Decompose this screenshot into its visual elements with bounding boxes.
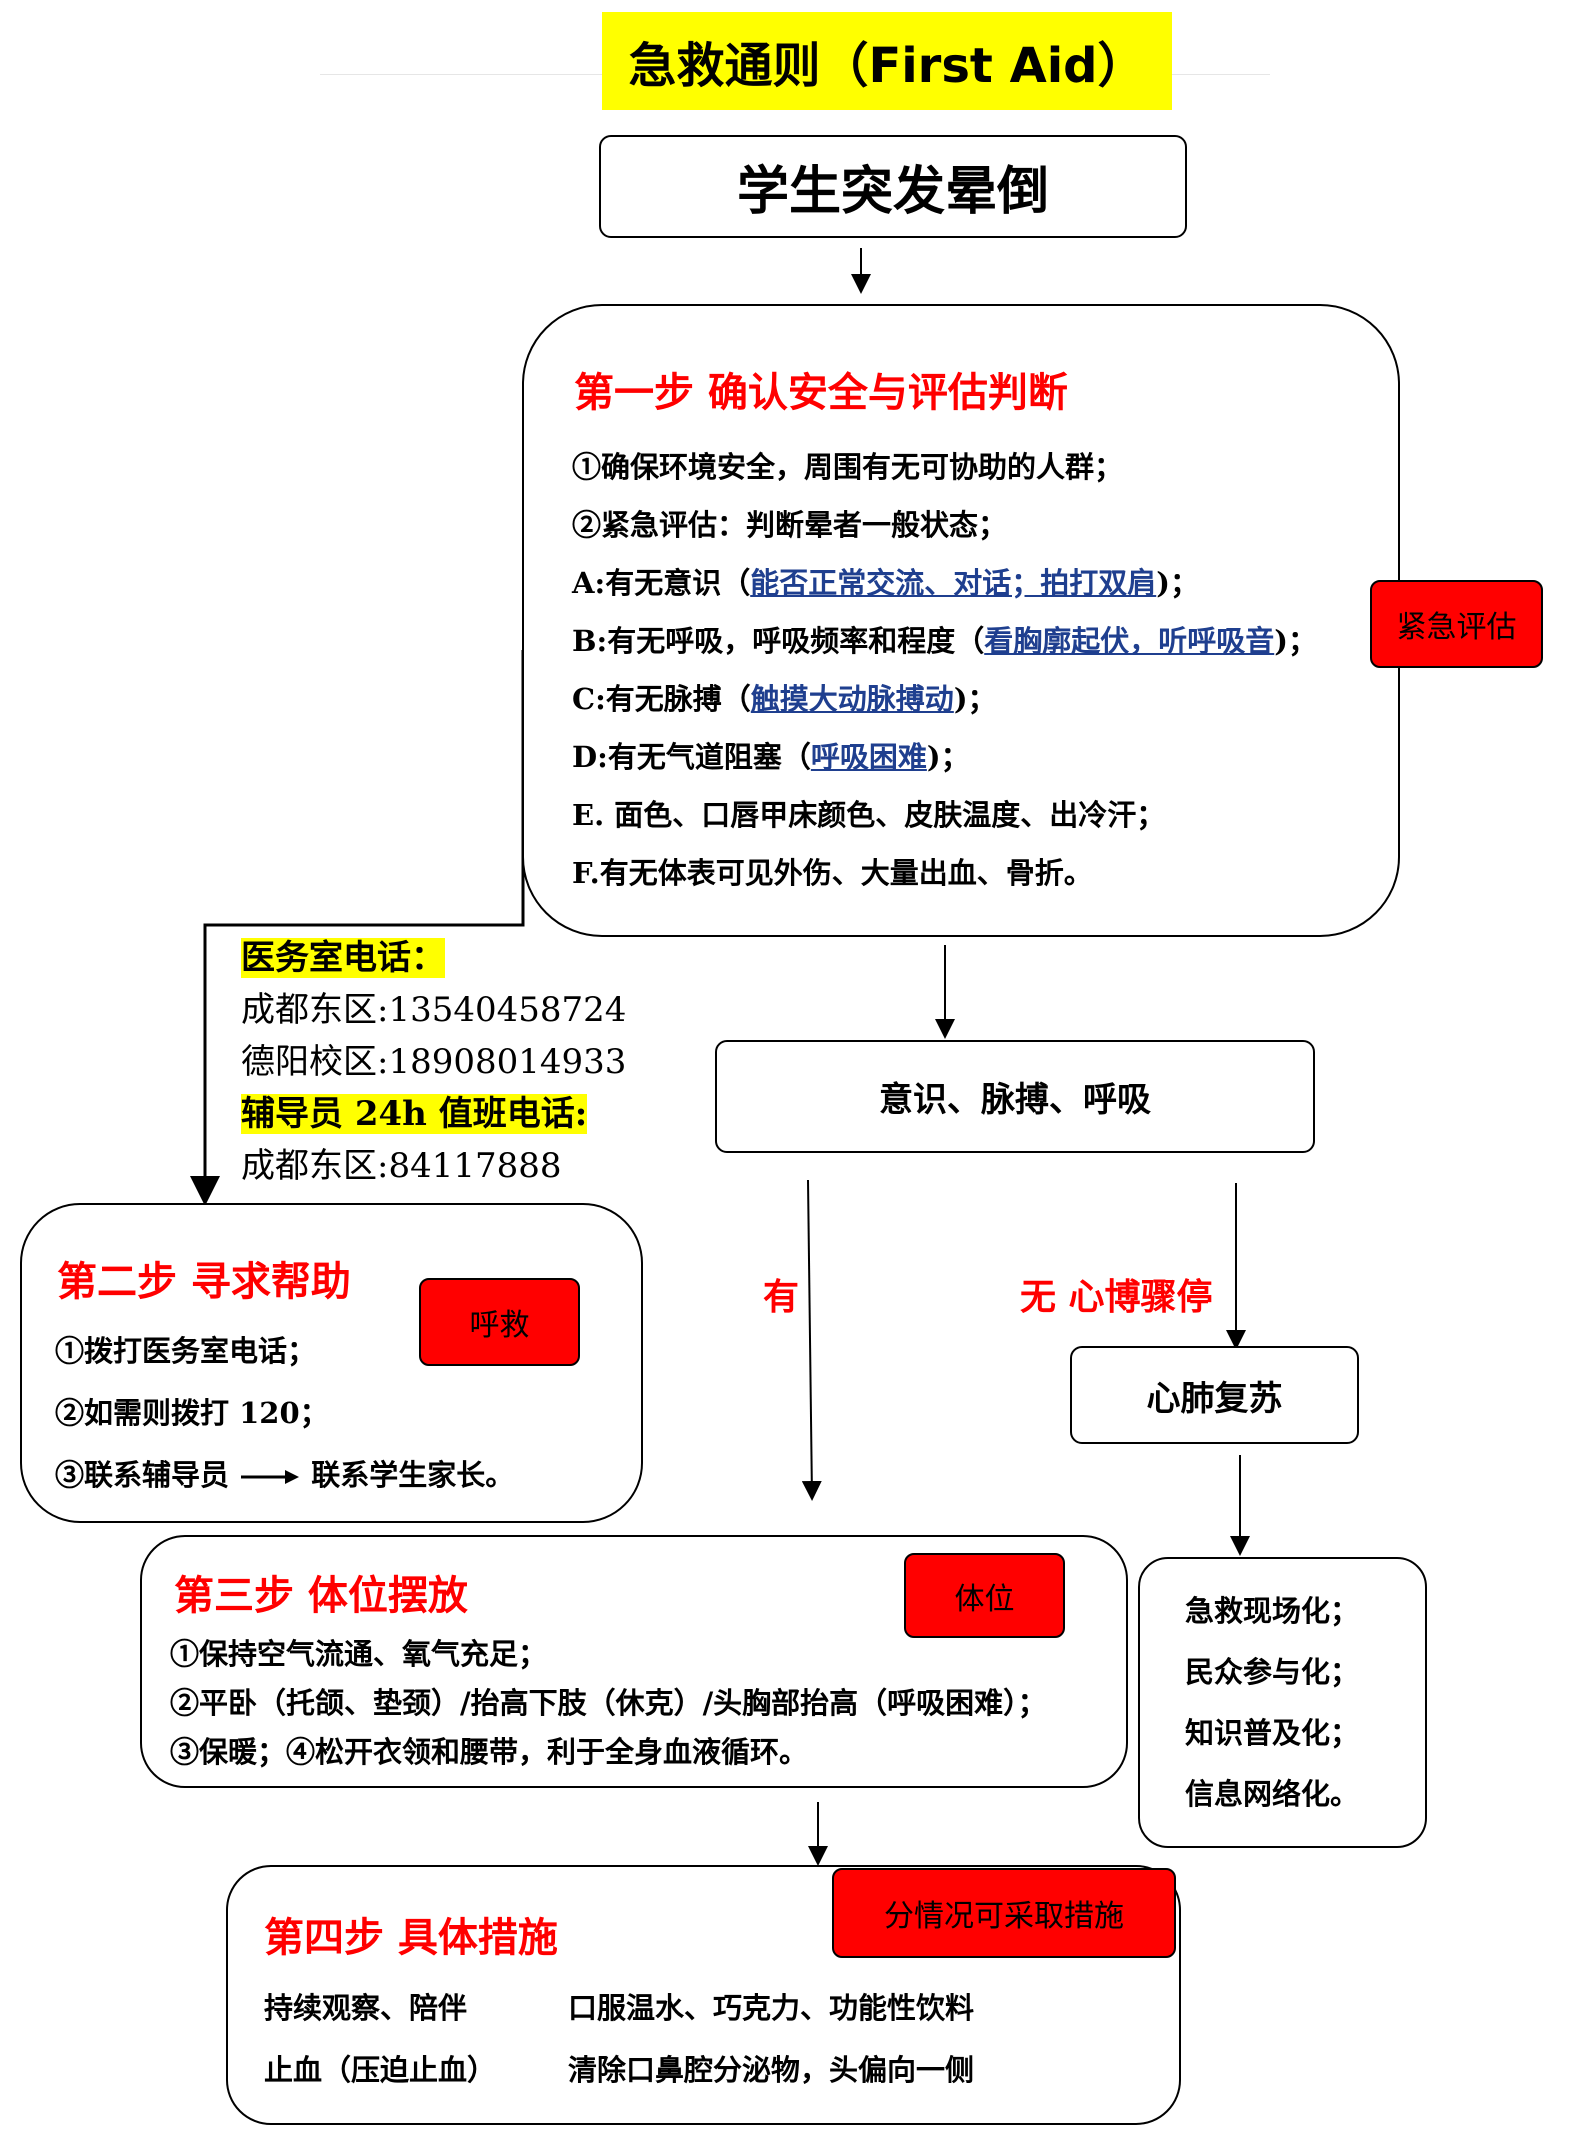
- step1-a-prefix: A:有无意识（: [572, 566, 751, 600]
- step1-d-detail: 呼吸困难: [810, 740, 927, 774]
- step2-line1: ①拨打医务室电话；: [55, 1334, 317, 1368]
- step3-line2: ②平卧（托颌、垫颈）/抬高下肢（休克）/头胸部抬高（呼吸困难）；: [170, 1686, 1047, 1720]
- step1-box: 第一步 确认安全与评估判断 ①确保环境安全，周围有无可协助的人群； ②紧急评估：…: [522, 304, 1400, 937]
- cpr-note: 知识普及化；: [1185, 1716, 1360, 1750]
- step1-a-detail: 能否正常交流、对话；拍打双肩: [750, 566, 1157, 600]
- step1-d-suffix: )；: [926, 740, 970, 774]
- cpr-node: 心肺复苏: [1070, 1346, 1359, 1444]
- step1-b-detail: 看胸廓起伏，听呼吸音: [984, 624, 1275, 658]
- step4-r1c2: 口服温水、巧克力、功能性饮料: [568, 1991, 975, 2025]
- right-arrow-icon: [241, 1470, 300, 1484]
- step1-c-detail: 触摸大动脉搏动: [750, 682, 954, 716]
- step3-line3: ③保暖；④松开衣领和腰带，利于全身血液循环。: [170, 1735, 809, 1769]
- step3-tag: 体位: [904, 1553, 1065, 1638]
- step2-heading: 第二步 寻求帮助: [57, 1259, 351, 1305]
- start-label: 学生突发晕倒: [736, 161, 1049, 222]
- step4-r2c2: 清除口鼻腔分泌物，头偏向一侧: [568, 2053, 975, 2087]
- clinic-phone-east: 成都东区:13540458724: [241, 990, 627, 1030]
- phone-block: 医务室电话： 成都东区:13540458724 德阳校区:18908014933…: [241, 932, 626, 1192]
- step1-line-d: D:有无气道阻塞（呼吸困难)；: [572, 734, 970, 776]
- cpr-notes-box: 急救现场化； 民众参与化； 知识普及化； 信息网络化。: [1138, 1557, 1427, 1848]
- step4-heading: 第四步 具体措施: [264, 1915, 558, 1961]
- cpr-note: 民众参与化；: [1185, 1655, 1360, 1689]
- step1-line-a: A:有无意识（能否正常交流、对话；拍打双肩)；: [572, 560, 1199, 602]
- clinic-phone-deyang: 德阳校区:18908014933: [241, 1042, 627, 1082]
- step4-r2c1: 止血（压迫止血）: [264, 2053, 497, 2087]
- step2-line3: ③联系辅导员 联系学生家长。: [55, 1452, 514, 1494]
- counselor-phone-label: 辅导员 24h 值班电话:: [241, 1094, 588, 1134]
- arrow-check-to-step3: [801, 1179, 822, 1501]
- step1-line-e: E. 面色、口唇甲床颜色、皮肤温度、出冷汗；: [572, 798, 1166, 832]
- step1-b-prefix: B:有无呼吸，呼吸频率和程度（: [572, 624, 985, 658]
- counselor-phone-east: 成都东区:84117888: [241, 1146, 562, 1186]
- cpr-notes-list: 急救现场化； 民众参与化； 知识普及化； 信息网络化。: [1185, 1581, 1359, 1825]
- check-node: 意识、脉搏、呼吸: [715, 1040, 1315, 1153]
- clinic-phone-label: 医务室电话：: [241, 938, 445, 978]
- step3-heading: 第三步 体位摆放: [174, 1573, 468, 1619]
- step1-line-f: F.有无体表可见外伤、大量出血、骨折。: [572, 856, 1093, 890]
- step1-c-suffix: )；: [953, 682, 997, 716]
- branch-yes-label: 有: [763, 1277, 800, 1318]
- step4-r1c1: 持续观察、陪伴: [264, 1991, 468, 2025]
- step1-line-c: C:有无脉搏（触摸大动脉搏动)；: [572, 676, 997, 718]
- start-node: 学生突发晕倒: [599, 135, 1187, 238]
- step1-heading: 第一步 确认安全与评估判断: [574, 370, 1068, 416]
- branch-no-label: 无 心博骤停: [1020, 1277, 1213, 1318]
- step1-line2: ②紧急评估：判断晕者一般状态；: [572, 508, 1008, 542]
- step2-line3-b: 联系学生家长。: [311, 1458, 515, 1492]
- step1-line1: ①确保环境安全，周围有无可协助的人群；: [572, 450, 1124, 484]
- step1-line-b: B:有无呼吸，呼吸频率和程度（看胸廓起伏，听呼吸音)；: [572, 618, 1317, 660]
- cpr-note: 急救现场化；: [1185, 1594, 1360, 1628]
- step2-tag: 呼救: [419, 1278, 580, 1366]
- cpr-label: 心肺复苏: [1146, 1378, 1283, 1419]
- step1-b-suffix: )；: [1274, 624, 1317, 658]
- step1-tag: 紧急评估: [1370, 580, 1543, 668]
- step4-tag: 分情况可采取措施: [832, 1868, 1176, 1958]
- cpr-note: 信息网络化。: [1185, 1777, 1360, 1811]
- step1-c-prefix: C:有无脉搏（: [572, 682, 751, 716]
- step1-a-suffix: )；: [1156, 566, 1199, 600]
- check-label: 意识、脉搏、呼吸: [879, 1080, 1151, 1120]
- step4-box: 第四步 具体措施 持续观察、陪伴 口服温水、巧克力、功能性饮料 止血（压迫止血）…: [226, 1865, 1181, 2125]
- step2-line3-a: ③联系辅导员: [55, 1458, 230, 1492]
- step2-line2: ②如需则拨打 120；: [55, 1396, 329, 1430]
- page-title: 急救通则（First Aid）: [602, 12, 1172, 110]
- step3-line1: ①保持空气流通、氧气充足；: [170, 1637, 548, 1671]
- step1-d-prefix: D:有无气道阻塞（: [572, 740, 811, 774]
